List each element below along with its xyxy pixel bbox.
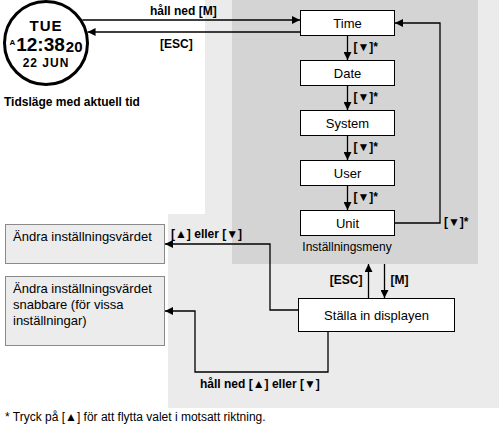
watch-display-text: 22 JUN xyxy=(23,56,70,70)
key-label: håll ned [▲] eller [▼] xyxy=(200,377,320,391)
box-text: User xyxy=(334,166,361,181)
menu-item-box: Unit xyxy=(300,210,395,236)
box-text: Ändra inställningsvärdet xyxy=(13,229,157,245)
watch-display-text: A xyxy=(9,38,15,47)
box-text: System xyxy=(326,116,369,131)
key-label: [ESC] xyxy=(330,273,363,287)
arrow-connector xyxy=(384,264,385,298)
menu-item-box: User xyxy=(300,160,395,186)
arrow-connector xyxy=(347,86,348,110)
watch-display-text: 20 xyxy=(66,38,83,56)
box-text: Time xyxy=(333,16,361,31)
arrow-connector xyxy=(395,23,440,223)
key-label: [▼]* xyxy=(444,215,469,229)
key-label: [ESC] xyxy=(160,37,193,51)
watch-face: TUEA12:382022 JUNTidsläge med aktuell ti… xyxy=(3,0,89,86)
watch-row: A12:3820 xyxy=(9,34,82,56)
key-label: [▲] eller [▼] xyxy=(171,227,242,241)
key-label: [▼]* xyxy=(354,140,379,154)
process-box: Ändra inställningsvärdet snabbare (för v… xyxy=(5,276,165,346)
key-label: [M] xyxy=(391,273,409,287)
box-text: Ställa in displayen xyxy=(324,308,429,323)
watch-row: TUE xyxy=(30,17,63,34)
key-label: [▼]* xyxy=(354,90,379,104)
process-box: Ställa in displayen xyxy=(298,298,455,332)
arrow-connector xyxy=(165,244,298,310)
menu-panel-fill xyxy=(232,0,478,264)
arrow-connector xyxy=(347,186,348,210)
box-text: Unit xyxy=(336,216,359,231)
menu-item-box: System xyxy=(300,110,395,136)
watch-display-text: TUE xyxy=(30,17,63,34)
mode-caption: Tidsläge med aktuell tid xyxy=(4,95,140,109)
arrow-connector xyxy=(347,36,348,60)
panel-title: Inställningsmeny xyxy=(252,240,442,254)
key-label: [▼]* xyxy=(354,40,379,54)
arrow-connector xyxy=(347,136,348,160)
arrow-connector xyxy=(88,31,300,32)
key-label: håll ned [M] xyxy=(150,4,217,18)
settings-menu-panel: Inställningsmeny TimeDateSystemUserUnit xyxy=(232,0,478,264)
watch-display-text: 12:38 xyxy=(16,34,65,56)
menu-item-box: Time xyxy=(300,10,395,36)
menu-item-box: Date xyxy=(300,60,395,86)
box-text: Date xyxy=(334,66,361,81)
footnote: * Tryck på [▲] för att flytta valet i mo… xyxy=(5,410,266,424)
key-label: [▼]* xyxy=(354,190,379,204)
box-text: Ändra inställningsvärdet snabbare (för v… xyxy=(13,281,157,329)
watch-row: 22 JUN xyxy=(23,56,70,70)
arrow-connector xyxy=(82,19,300,20)
process-box: Ändra inställningsvärdet xyxy=(5,224,165,264)
arrow-connector xyxy=(368,264,369,298)
